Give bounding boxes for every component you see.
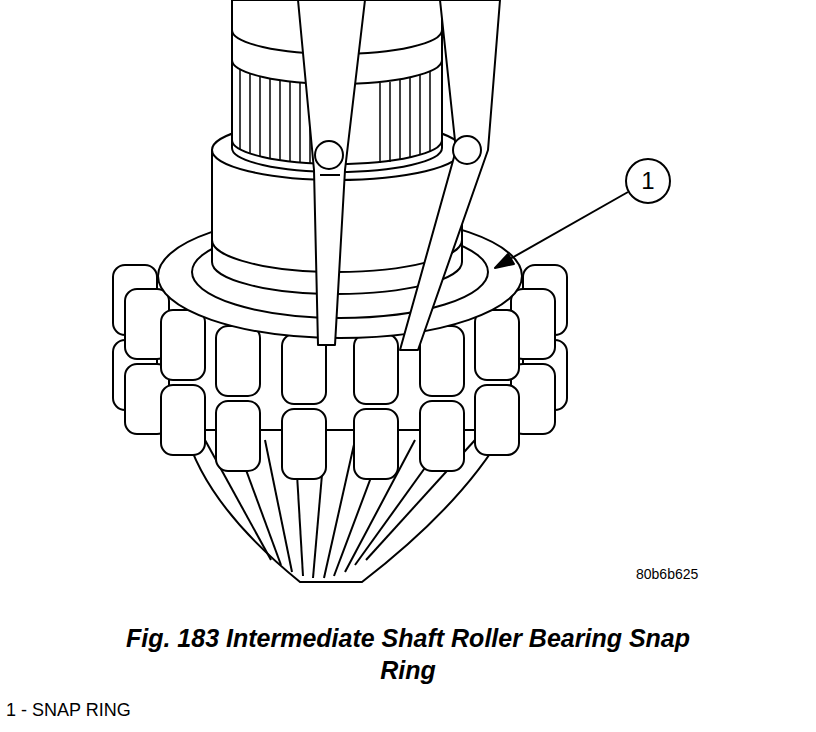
leader-arrow: [495, 192, 628, 268]
legend-key-text: 1 - SNAP RING: [6, 700, 131, 721]
callout-circle: 1: [625, 158, 671, 204]
snap-ring-pliers: [298, 0, 500, 350]
callout-number: 1: [641, 169, 654, 193]
figure-caption: Fig. 183 Intermediate Shaft Roller Beari…: [98, 622, 718, 686]
figure-code: 80b6b625: [636, 566, 698, 582]
